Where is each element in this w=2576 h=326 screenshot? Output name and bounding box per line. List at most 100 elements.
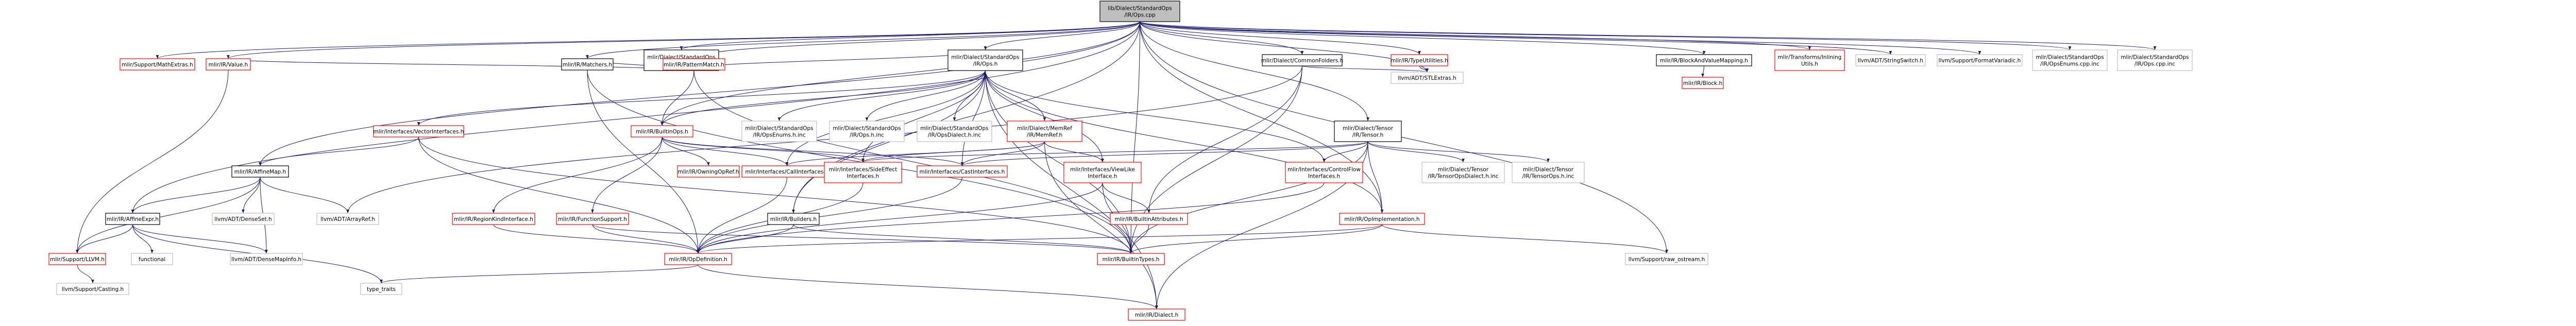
- node-label: mlir/IR/PatternMatch.h: [664, 62, 724, 68]
- node-label: mlir/Dialect/StandardOps: [951, 55, 1019, 61]
- node-denseSet: llvm/ADT/DenseSet.h: [212, 213, 275, 225]
- node-affineMap[interactable]: mlir/IR/AffineMap.h: [231, 165, 289, 178]
- edge-root-to-formatVariadic: [1140, 21, 1981, 55]
- node-label: mlir/Dialect/MemRef: [1017, 126, 1072, 132]
- node-box: [1656, 54, 1752, 66]
- node-box: [631, 125, 693, 138]
- node-builders[interactable]: mlir/IR/Builders.h: [767, 213, 820, 225]
- node-box: [1063, 162, 1142, 183]
- edge-builders-to-builtinTypes: [793, 224, 1132, 254]
- node-castInterfaces[interactable]: mlir/Interfaces/CastInterfaces.h: [917, 165, 1008, 178]
- node-box: [1099, 1, 1180, 22]
- edge-root-to-opsCppInc: [1140, 21, 2156, 50]
- node-box: [1110, 213, 1188, 225]
- node-commonFolders[interactable]: mlir/Dialect/CommonFolders.h: [1261, 54, 1343, 66]
- node-stdOps[interactable]: mlir/Dialect/StandardOps/IR/Ops.h: [947, 49, 1023, 71]
- node-opImplementation[interactable]: mlir/IR/OpImplementation.h: [1339, 213, 1425, 225]
- node-box: [1097, 253, 1165, 265]
- node-box: [561, 58, 614, 71]
- node-owningOpRef[interactable]: mlir/IR/OwningOpRef.h: [677, 165, 740, 178]
- edge-tensor-to-opImplementation: [1367, 141, 1384, 214]
- node-box: [677, 165, 740, 178]
- node-functionSupport[interactable]: mlir/IR/FunctionSupport.h: [556, 213, 629, 225]
- edge-root-to-rawOstream: [1140, 21, 1668, 254]
- node-label: mlir/Dialect/StandardOps: [745, 126, 813, 132]
- node-box: [917, 121, 992, 142]
- node-irTypeUtilities[interactable]: mlir/IR/TypeUtilities.h: [1391, 54, 1448, 66]
- node-box: [2117, 49, 2193, 71]
- node-opsDialectHInc: mlir/Dialect/StandardOps/IR/OpsDialect.h…: [917, 121, 992, 142]
- node-opsEnumsHInc: mlir/Dialect/StandardOps/IR/OpsEnums.h.i…: [741, 121, 817, 142]
- edge-viewLike-to-builtinAttributes: [1102, 182, 1150, 214]
- edge-irTypeUtilities-to-llvmSTLExtras: [1419, 65, 1429, 73]
- node-box: [556, 213, 629, 225]
- node-denseMapInfo: llvm/ADT/DenseMapInfo.h: [230, 253, 303, 265]
- edge-memRef-to-sideEffect: [861, 141, 1045, 163]
- edge-root-to-affineMap: [259, 21, 1140, 166]
- node-supportLLVM[interactable]: mlir/Support/LLVM.h: [48, 253, 106, 265]
- edge-root-to-stdUtils: [680, 21, 1140, 50]
- node-builtinTypes[interactable]: mlir/IR/BuiltinTypes.h: [1097, 253, 1165, 265]
- node-label: mlir/IR/BuiltinAttributes.h: [1114, 216, 1183, 222]
- edge-controlFlow-to-opDefinition: [697, 182, 1325, 254]
- node-vectorInterfaces[interactable]: mlir/Interfaces/VectorInterfaces.h: [373, 125, 464, 138]
- edge-stdOps-to-vectorInterfaces: [417, 70, 986, 126]
- node-builtinOps[interactable]: mlir/IR/BuiltinOps.h: [631, 125, 693, 138]
- node-stringSwitch: llvm/ADT/StringSwitch.h: [1855, 54, 1926, 66]
- edge-irMatchers-to-builtinTypes: [587, 70, 1132, 254]
- node-memRef[interactable]: mlir/Dialect/MemRef/IR/MemRef.h: [1007, 121, 1082, 142]
- node-box: [829, 121, 905, 142]
- node-opDefinition[interactable]: mlir/IR/OpDefinition.h: [664, 253, 732, 265]
- node-label: type_traits: [367, 286, 396, 293]
- node-irBlock[interactable]: mlir/IR/Block.h: [1682, 77, 1724, 89]
- node-regionKind[interactable]: mlir/IR/RegionKindInterface.h: [452, 213, 535, 225]
- node-box: [48, 253, 106, 265]
- node-affineExpr[interactable]: mlir/IR/AffineExpr.h: [105, 213, 160, 225]
- edge-stdOps-to-irDialect: [985, 70, 1158, 310]
- node-callInterfaces[interactable]: mlir/Interfaces/CallInterfaces.h: [741, 165, 833, 178]
- node-label: Interfaces.h: [847, 174, 879, 180]
- edge-tensor-to-tensorOpsDialectHInc: [1367, 141, 1465, 163]
- node-irMatchers[interactable]: mlir/IR/Matchers.h: [561, 58, 614, 71]
- node-label: mlir/Dialect/StandardOps: [2121, 55, 2189, 61]
- edge-supportLLVM-to-casting: [77, 264, 94, 284]
- node-box: [131, 253, 173, 265]
- node-box: [917, 165, 1008, 178]
- node-label: mlir/IR/AffineExpr.h: [107, 216, 159, 222]
- node-box: [1262, 54, 1343, 66]
- node-blockAndValueMapping[interactable]: mlir/IR/BlockAndValueMapping.h: [1656, 54, 1752, 66]
- node-label: mlir/Support/MathExtras.h: [122, 62, 193, 68]
- node-box: [664, 253, 732, 265]
- node-label: mlir/Interfaces/CastInterfaces.h: [920, 169, 1005, 175]
- node-irDialect[interactable]: mlir/IR/Dialect.h: [1128, 308, 1185, 321]
- edge-builders-to-opDefinition: [697, 224, 794, 254]
- node-box: [2032, 49, 2108, 71]
- node-box: [947, 49, 1023, 71]
- node-box: [56, 283, 129, 295]
- edge-builtinOps-to-callInterfaces: [662, 136, 789, 166]
- node-stdOpsHInc: mlir/Dialect/StandardOps/IR/Ops.h.inc: [829, 121, 905, 142]
- node-irPatternMatch[interactable]: mlir/IR/PatternMatch.h: [663, 58, 725, 71]
- node-box: [1625, 253, 1708, 265]
- edge-builtinOps-to-owningOpRef: [662, 136, 710, 166]
- node-label: mlir/IR/Block.h: [1683, 80, 1722, 87]
- node-builtinAttributes[interactable]: mlir/IR/BuiltinAttributes.h: [1110, 213, 1188, 225]
- edge-root-to-opImplementation: [1140, 21, 1384, 214]
- edge-opImplementation-to-rawOstream: [1382, 224, 1668, 254]
- node-supportMathExtras[interactable]: mlir/Support/MathExtras.h: [120, 58, 195, 71]
- edge-viewLike-to-opDefinition: [697, 182, 1103, 254]
- node-irValue[interactable]: mlir/IR/Value.h: [206, 58, 251, 71]
- node-label: mlir/IR/RegionKindInterface.h: [454, 216, 533, 222]
- edge-stdOps-to-viewLike: [985, 70, 1104, 163]
- edge-irMatchers-to-opDefinition: [587, 70, 700, 254]
- node-box: [1774, 49, 1845, 71]
- node-label: mlir/IR/Value.h: [209, 62, 248, 68]
- node-tensor[interactable]: mlir/Dialect/Tensor/IR/Tensor.h: [1334, 121, 1402, 142]
- node-opsCppInc: mlir/Dialect/StandardOps/IR/Ops.cpp.inc: [2117, 49, 2193, 71]
- node-label: /IR/TensorOps.h.inc: [1522, 174, 1574, 180]
- edge-stdOps-to-stdOpsHInc: [865, 70, 986, 122]
